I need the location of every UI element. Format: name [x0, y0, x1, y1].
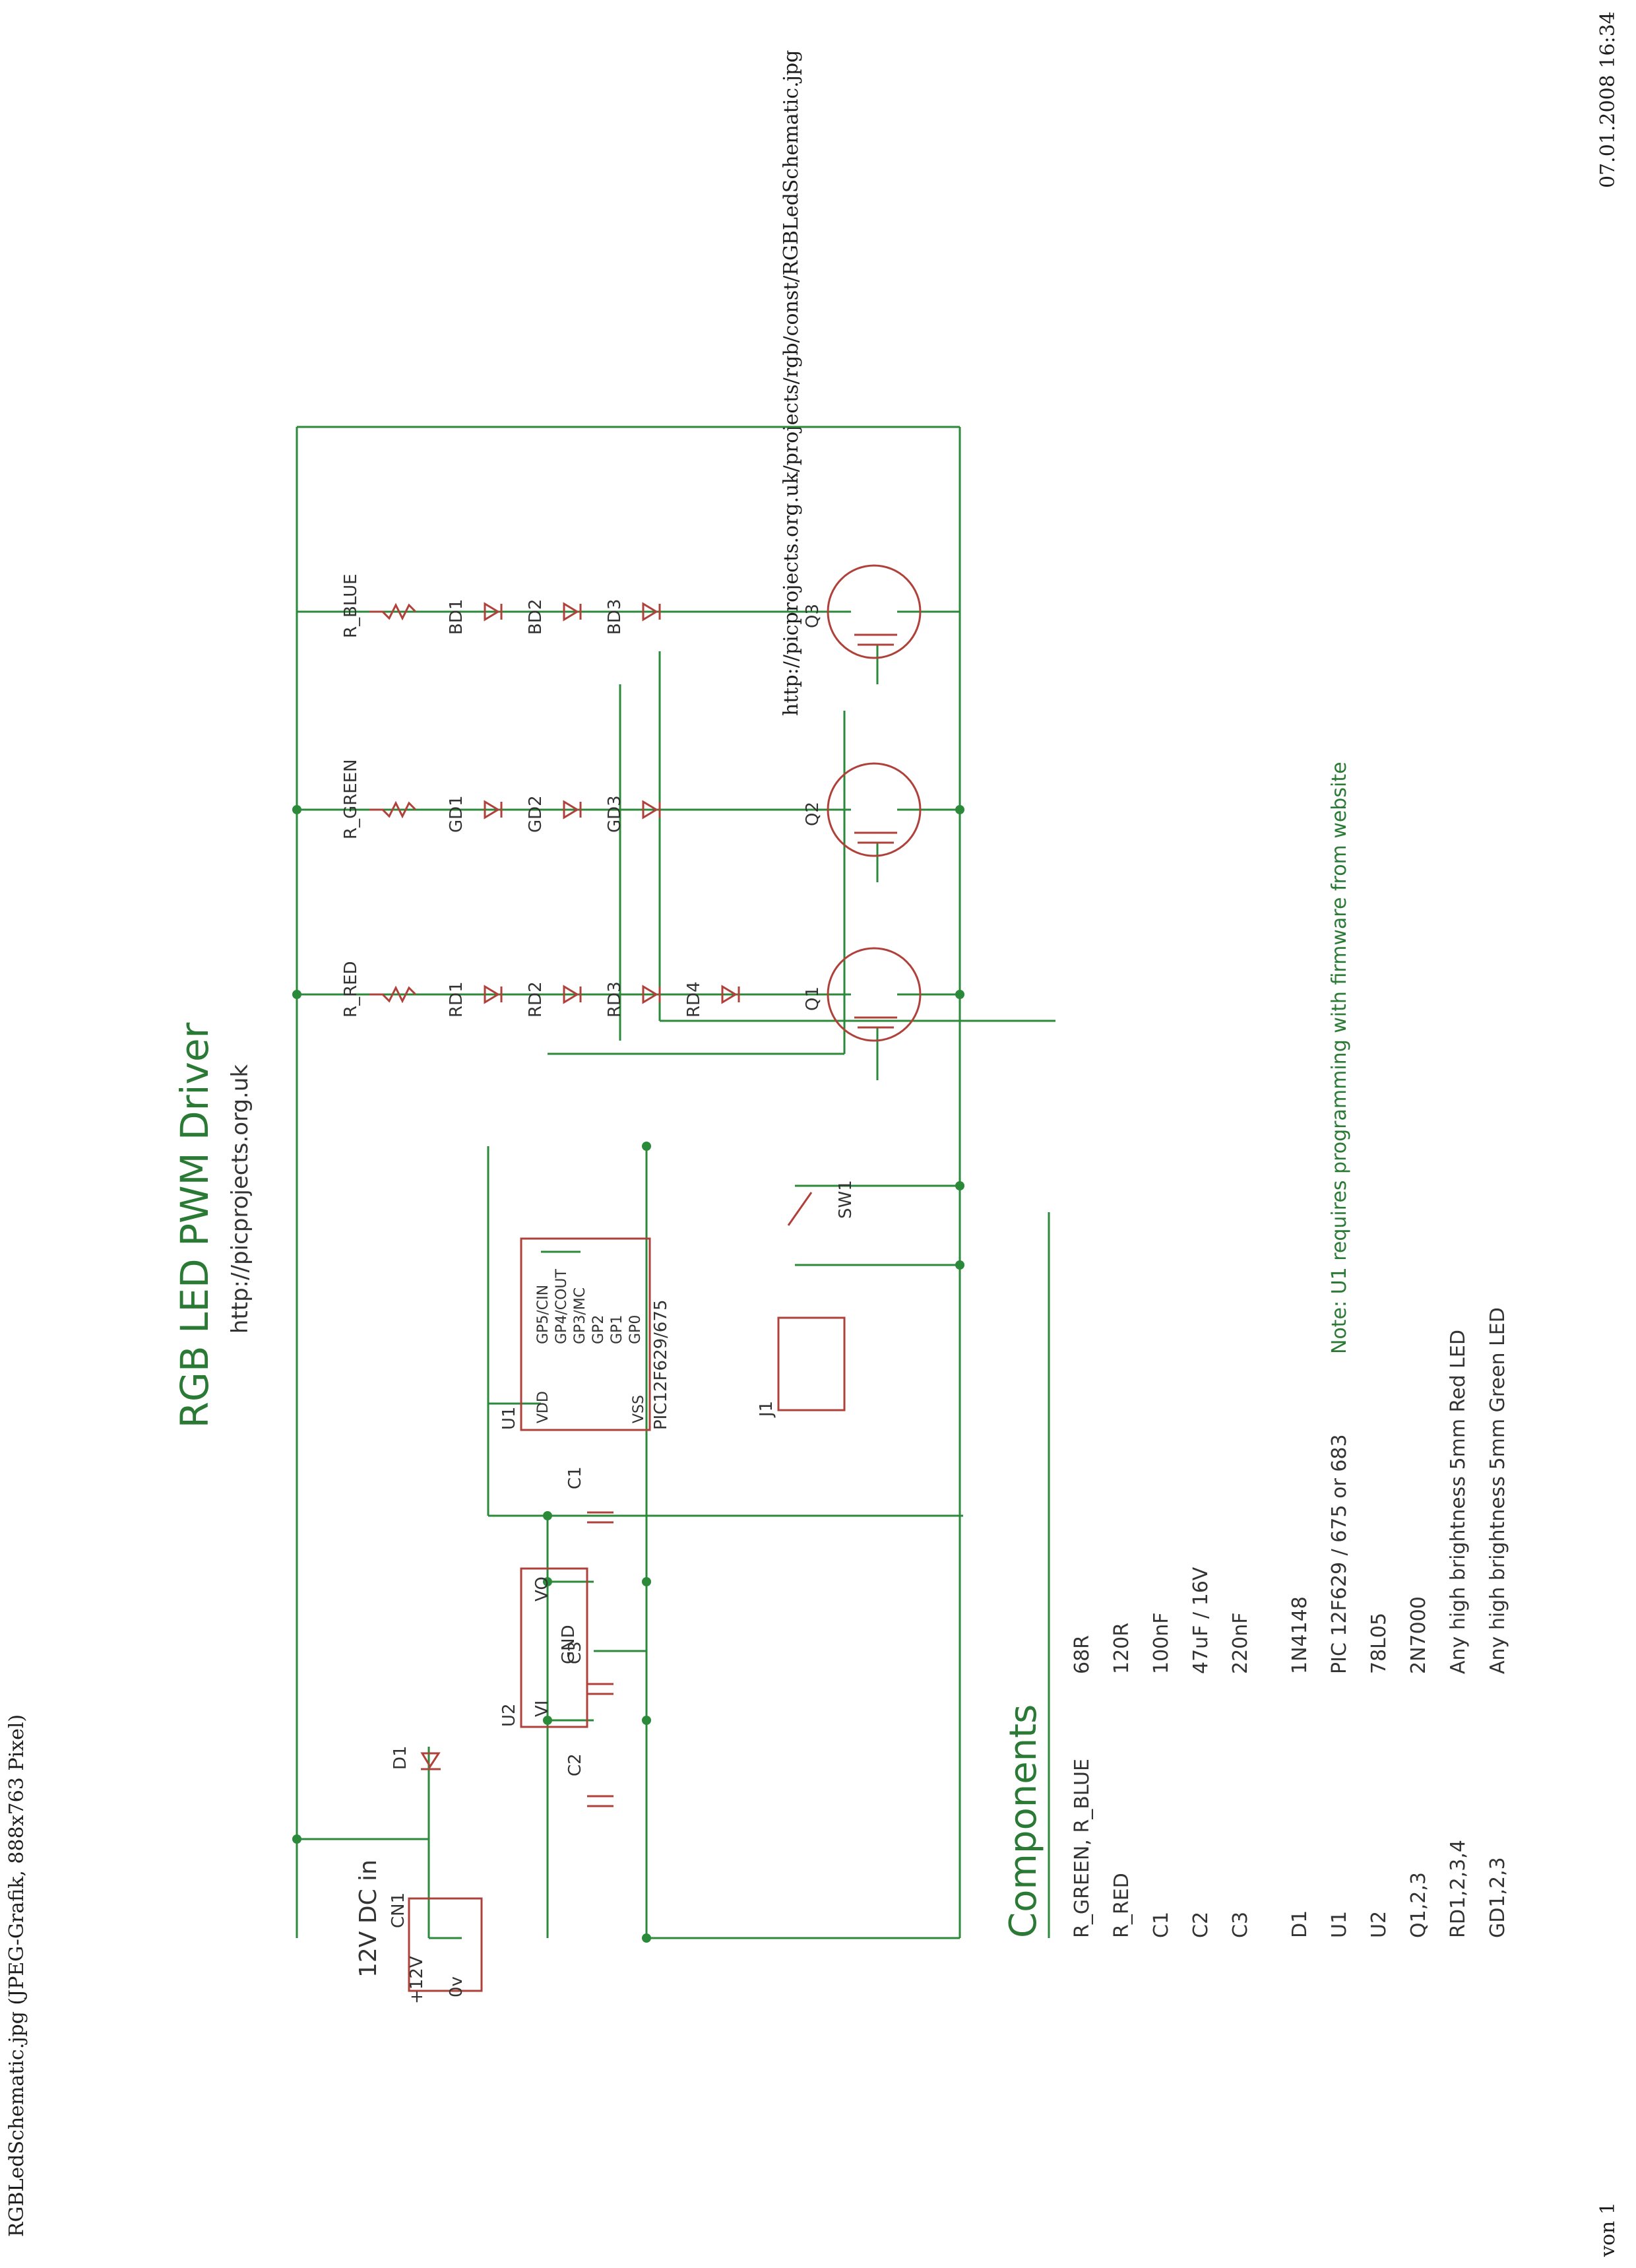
comp-ref-8: Q1,2,3 — [1407, 1872, 1430, 1938]
comp-val-3: 47uF / 16V — [1189, 1567, 1212, 1674]
r-green-label: R_GREEN — [341, 759, 361, 839]
comp-ref-5: D1 — [1288, 1910, 1311, 1938]
comp-ref-6: U1 — [1328, 1911, 1351, 1938]
q3-label: Q3 — [803, 604, 823, 628]
q1-label: Q1 — [803, 987, 823, 1011]
comp-val-8: 2N7000 — [1407, 1596, 1430, 1674]
junctions — [292, 805, 964, 1943]
bd1-label: BD1 — [447, 599, 466, 635]
comp-val-7: 78L05 — [1368, 1613, 1391, 1674]
comp-ref-3: C2 — [1189, 1912, 1212, 1938]
led-rd4 — [721, 985, 738, 1004]
comp-val-6: PIC 12F629 / 675 or 683 — [1328, 1434, 1351, 1674]
d1-label: D1 — [391, 1745, 410, 1770]
u1-gp5: GP5/CIN — [535, 1285, 551, 1344]
u1-gp0: GP0 — [627, 1315, 644, 1344]
led-rd1 — [484, 985, 500, 1004]
bd3-label: BD3 — [605, 599, 625, 635]
comp-ref-7: U2 — [1368, 1911, 1391, 1938]
led-rd2 — [563, 985, 579, 1004]
diode-d1 — [420, 1752, 441, 1768]
mcu-u1 — [520, 1237, 651, 1431]
mosfet-q2 — [827, 762, 922, 857]
comp-ref-9: RD1,2,3,4 — [1447, 1840, 1470, 1938]
comp-val-2: 100nF — [1150, 1612, 1173, 1674]
led-rd3 — [642, 985, 658, 1004]
header-j1 — [777, 1316, 846, 1411]
comp-ref-2: C1 — [1150, 1912, 1173, 1938]
led-bd2 — [563, 602, 579, 622]
led-gd1 — [484, 800, 500, 820]
led-bd1 — [484, 602, 500, 622]
j1-label: J1 — [757, 1401, 776, 1418]
bd2-label: BD2 — [526, 599, 546, 635]
u2-vo: VO — [532, 1576, 552, 1602]
sw1-label: SW1 — [836, 1180, 856, 1219]
resistor-r-blue — [369, 602, 417, 621]
u1-gp1: GP1 — [609, 1315, 625, 1344]
comp-ref-10: GD1,2,3 — [1486, 1857, 1509, 1938]
u2-label: U2 — [499, 1703, 519, 1727]
u1-gp4: GP4/COUT — [553, 1268, 570, 1344]
switch-sw1 — [787, 1192, 813, 1226]
comp-val-1: 120R — [1110, 1623, 1133, 1674]
mosfet-q1 — [827, 947, 922, 1042]
comp-val-5: 1N4148 — [1288, 1596, 1311, 1674]
rd2-label: RD2 — [526, 981, 546, 1018]
diagram-title: RGB LED PWM Driver — [172, 1022, 217, 1428]
rd1-label: RD1 — [447, 981, 466, 1018]
comp-val-0: 68R — [1071, 1635, 1094, 1674]
comp-note-6: Note: U1 requires programming with firmw… — [1328, 761, 1351, 1354]
led-bd3 — [642, 602, 658, 622]
comp-val-10: Any high brightness 5mm Green LED — [1486, 1307, 1509, 1674]
c3-label: C3 — [565, 1641, 585, 1664]
gd3-label: GD3 — [605, 795, 625, 833]
gd2-label: GD2 — [526, 795, 546, 833]
parts — [369, 564, 922, 1992]
zero-volt-label: 0v — [447, 1976, 466, 1997]
u1-gp2: GP2 — [590, 1315, 607, 1344]
cn1-label: CN1 — [389, 1893, 408, 1928]
rd4-label: RD4 — [684, 981, 704, 1018]
wires — [296, 426, 1055, 1939]
rd3-label: RD3 — [605, 981, 625, 1018]
u2-vi: VI — [532, 1701, 552, 1717]
r-blue-label: R_BLUE — [341, 573, 361, 638]
plus12v-label: +12V — [407, 1956, 427, 2004]
power-caption: 12V DC in — [355, 1860, 382, 1978]
c1-label: C1 — [565, 1466, 585, 1489]
led-gd3 — [642, 800, 658, 820]
components-heading: Components — [1002, 1704, 1045, 1938]
comp-ref-1: R_RED — [1110, 1873, 1133, 1938]
led-gd2 — [563, 800, 579, 820]
regulator-u2 — [520, 1567, 588, 1728]
u1-part: PIC12F629/675 — [651, 1299, 671, 1430]
gd1-label: GD1 — [447, 795, 466, 833]
resistor-r-green — [369, 800, 417, 819]
u1-vss: VSS — [631, 1395, 647, 1423]
diagram-subtitle: http://picprojects.org.uk — [227, 1064, 253, 1334]
comp-ref-4: C3 — [1229, 1912, 1252, 1938]
u1-vdd: VDD — [535, 1391, 551, 1423]
comp-ref-0: R_GREEN, R_BLUE — [1071, 1759, 1094, 1938]
u1-gp3: GP3/MC — [572, 1287, 588, 1344]
q2-label: Q2 — [803, 802, 823, 826]
connector-cn1 — [408, 1897, 483, 1992]
r-red-label: R_RED — [341, 961, 361, 1018]
u2-gnd: GND — [559, 1625, 579, 1664]
comp-val-4: 220nF — [1229, 1612, 1252, 1674]
resistor-r-red — [369, 985, 417, 1004]
mosfet-q3 — [827, 564, 922, 659]
comp-val-9: Any high brightness 5mm Red LED — [1447, 1330, 1470, 1674]
u1-label: U1 — [499, 1406, 519, 1430]
c2-label: C2 — [565, 1753, 585, 1776]
